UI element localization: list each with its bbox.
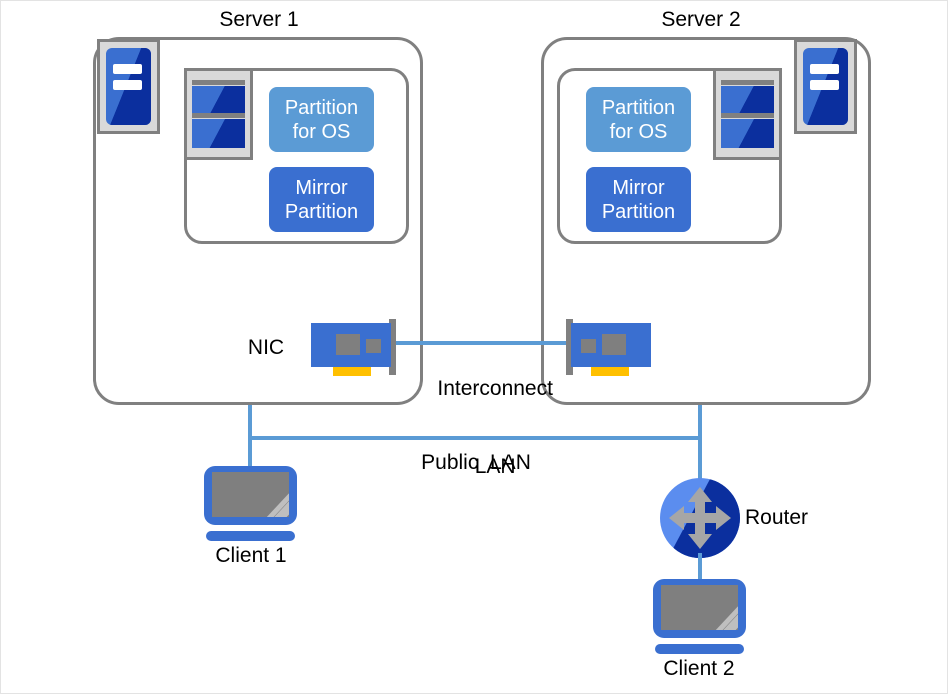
partition-os-line-2: for OS [292, 120, 351, 143]
server-1-mirror-partition: Mirror Partition [269, 167, 374, 232]
server-1-partition-os: Partition for OS [269, 87, 374, 152]
partition-os-line-2: for OS [609, 120, 668, 143]
laptop-lid [653, 579, 746, 638]
disk-slot-divider-2 [192, 113, 245, 119]
laptop-base [654, 644, 745, 654]
client-1-laptop-icon [204, 466, 297, 541]
server-tower-slot-1 [113, 64, 142, 75]
disk-platter-1 [721, 85, 774, 114]
server-1-public-lan-drop [248, 405, 252, 477]
mirror-partition-line-1: Mirror [612, 176, 665, 199]
router-arrows-icon [669, 487, 731, 549]
laptop-lid [204, 466, 297, 525]
laptop-screen [661, 585, 738, 630]
router-to-client-2-line [698, 553, 702, 587]
server-1-nic-icon [311, 319, 399, 381]
laptop-screen [212, 472, 289, 517]
server-tower-slot-1 [810, 64, 839, 75]
nic-label: NIC [247, 336, 285, 359]
nic-chip-large [602, 334, 626, 355]
disk-slot-divider-1 [192, 79, 245, 85]
client-1-label: Client 1 [215, 544, 287, 567]
server-2-partition-os: Partition for OS [586, 87, 691, 152]
disk-slot-divider-2 [721, 113, 774, 119]
nic-chip-small [581, 339, 596, 353]
partition-os-line-1: Partition [284, 96, 359, 119]
client-2-label: Client 2 [663, 657, 735, 680]
interconnect-lan-line-2: LAN [474, 455, 516, 478]
disk-slot-divider-1 [721, 79, 774, 85]
public-lan-bus-line [248, 436, 702, 440]
public-lan-label: Public LAN [421, 451, 531, 474]
client-2-laptop-icon [653, 579, 746, 654]
server-2-nic-icon [563, 319, 651, 381]
server-2-public-lan-drop [698, 405, 702, 483]
nic-bracket [566, 319, 573, 375]
server-2-disk-array-icon [713, 68, 782, 160]
interconnect-lan-line [393, 341, 575, 345]
router-label: Router [745, 506, 809, 529]
server-tower-body [803, 48, 848, 125]
nic-connector-tab [591, 367, 629, 376]
interconnect-lan-line-1: Interconnect [437, 377, 553, 400]
disk-platter-1 [192, 85, 245, 114]
nic-bracket [389, 319, 396, 375]
server-1-disk-array-icon [184, 68, 253, 160]
mirror-partition-line-2: Partition [284, 200, 359, 223]
router-icon [660, 478, 740, 558]
server-2-title: Server 2 [661, 8, 741, 31]
server-1-tower-icon [97, 39, 160, 134]
disk-platter-2 [192, 119, 245, 148]
server-1-boundary [93, 37, 423, 405]
server-1-title: Server 1 [219, 8, 299, 31]
partition-os-line-1: Partition [601, 96, 676, 119]
nic-chip-large [336, 334, 360, 355]
server-2-mirror-partition: Mirror Partition [586, 167, 691, 232]
interconnect-lan-label: Interconnect LAN [401, 350, 566, 506]
server-tower-slot-2 [810, 80, 839, 91]
server-2-boundary [541, 37, 871, 405]
server-tower-body [106, 48, 151, 125]
mirror-partition-line-2: Partition [601, 200, 676, 223]
nic-chip-small [366, 339, 381, 353]
server-2-tower-icon [794, 39, 857, 134]
mirror-partition-line-1: Mirror [295, 176, 348, 199]
disk-platter-2 [721, 119, 774, 148]
nic-connector-tab [333, 367, 371, 376]
server-tower-slot-2 [113, 80, 142, 91]
laptop-base [205, 531, 296, 541]
